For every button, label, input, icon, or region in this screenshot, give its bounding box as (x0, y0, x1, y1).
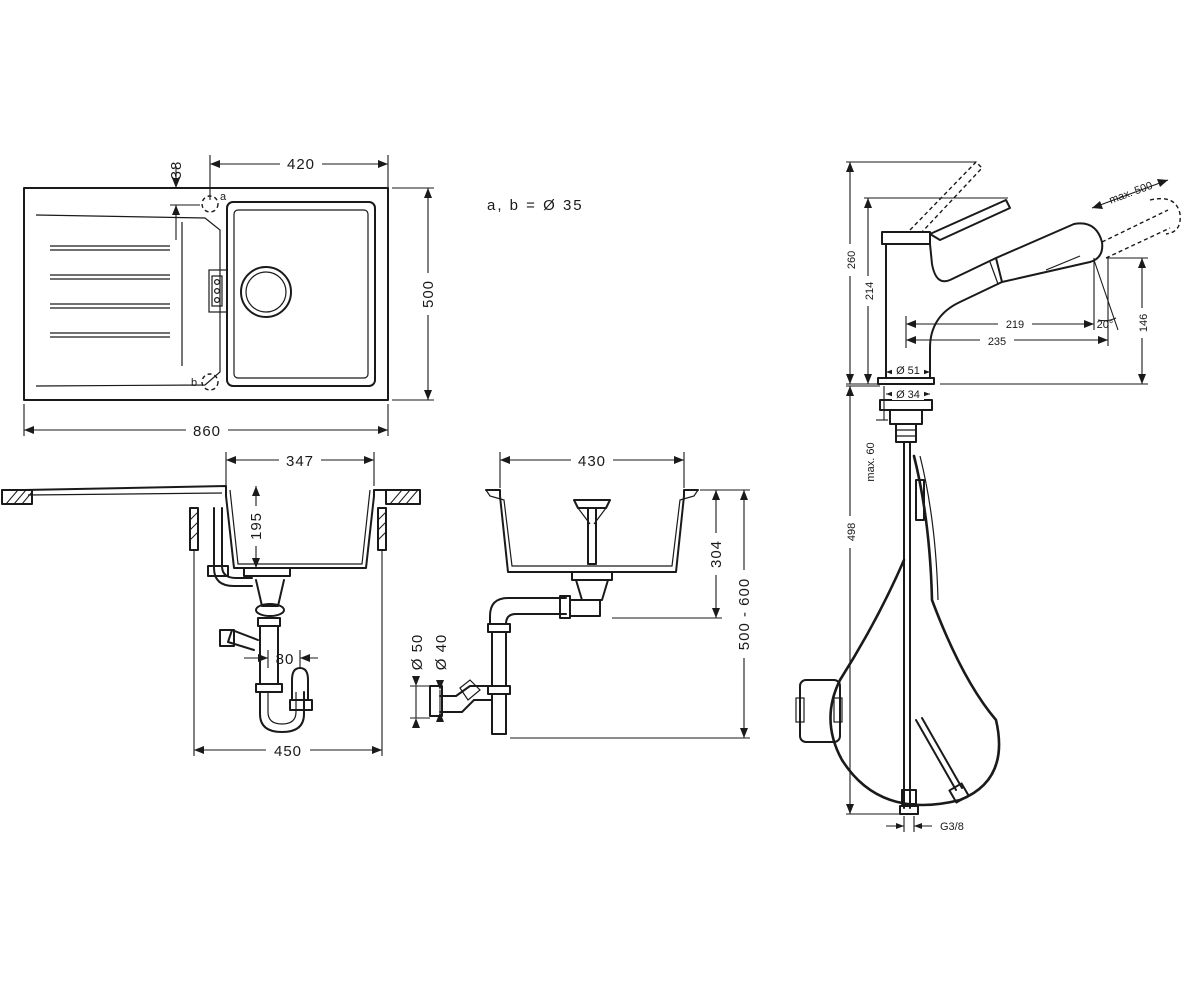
dim-80: 80 (276, 651, 295, 668)
hole-a-label: a (220, 191, 227, 203)
dim-d51: Ø 51 (896, 365, 920, 377)
dim-connection: G3/8 (886, 816, 964, 833)
siphon-side (207, 507, 313, 733)
strainer (573, 499, 611, 565)
dim-500: 500 (420, 280, 437, 308)
dim-hole-diameter: Ø 34 (886, 386, 930, 401)
countertop-right (385, 489, 421, 505)
hole-b-label: b (191, 377, 197, 389)
dim-front-width: 430 (499, 451, 685, 488)
faucet-body (885, 243, 1003, 379)
dim-max-500: max. 500 (1108, 180, 1155, 207)
drain-inner (245, 271, 287, 313)
drain-outer (240, 266, 292, 318)
dim-g3-8: G3/8 (940, 821, 964, 833)
dim-cabinet-width: 450 (193, 550, 383, 760)
faucet-cap (881, 231, 931, 245)
dim-hose-length: 498 (842, 385, 900, 815)
dim-260: 260 (846, 251, 858, 269)
sink-side-section: 347 195 80 450 (1, 451, 421, 760)
dim-214: 214 (864, 282, 876, 300)
dim-bowl-depth: 195 (248, 486, 265, 568)
dim-347: 347 (286, 453, 314, 470)
mount-plate (879, 399, 933, 411)
dim-304: 304 (708, 540, 725, 568)
dim-d50: Ø 50 (409, 634, 426, 671)
dim-angle: 20° (1093, 259, 1119, 331)
dim-reach-inner: 219 (905, 316, 1094, 348)
dim-hole-offset: 38 (168, 161, 206, 240)
dim-146: 146 (1138, 314, 1150, 332)
drainboard-grooves (50, 245, 170, 338)
dim-reach-outer: 235 (906, 258, 1109, 349)
dim-195: 195 (248, 512, 265, 540)
drainboard (35, 214, 221, 387)
spray-pulled (1101, 209, 1169, 243)
dim-pull-out: max. 500 (1091, 179, 1169, 209)
faucet-base (877, 377, 935, 385)
dim-max-60: max. 60 (865, 442, 877, 481)
dim-d40: Ø 40 (433, 634, 450, 671)
dim-20-deg: 20° (1097, 319, 1114, 331)
dim-base-diameter: Ø 51 (886, 362, 930, 377)
dim-235: 235 (988, 336, 1006, 348)
dim-420: 420 (287, 156, 315, 173)
sink-front-section: Ø 50 Ø 40 430 304 (409, 451, 753, 739)
pull-out-hose (829, 454, 1001, 807)
dim-pipe-diameters: Ø 50 Ø 40 (409, 634, 450, 728)
dim-d34: Ø 34 (896, 389, 920, 401)
dim-width: 860 (23, 404, 389, 440)
lever-raised (909, 161, 983, 233)
dim-450: 450 (274, 743, 302, 760)
hole-note: a, b = Ø 35 (487, 197, 584, 214)
dim-cabinet-height: 500 - 600 (510, 489, 753, 739)
dim-trap-offset: 80 (244, 650, 318, 668)
sink-outline (23, 187, 389, 401)
dim-500-600: 500 - 600 (736, 578, 753, 650)
dim-430: 430 (578, 453, 606, 470)
faucet-side-view: 260 214 max. 500 219 (795, 161, 1181, 833)
countertop-left (1, 489, 33, 505)
siphon-front (429, 571, 613, 735)
dim-860: 860 (193, 423, 221, 440)
dim-trap-height: 304 (612, 489, 725, 619)
hose-weight (799, 679, 841, 743)
spray-head (995, 222, 1104, 283)
dim-total-height: 260 (841, 161, 976, 385)
sink-top-view: a b 420 38 (23, 154, 584, 440)
sink-bowl (226, 201, 376, 387)
dim-bowl-inner: 347 (225, 451, 375, 486)
mount-nut (895, 423, 917, 443)
dim-bowl-width: 420 (209, 154, 389, 200)
dim-498: 498 (846, 523, 858, 541)
faucet-lever (929, 199, 1011, 241)
tap-hole-b (201, 373, 219, 391)
hose-tag (915, 479, 925, 521)
overflow (208, 269, 228, 313)
dim-219: 219 (1006, 319, 1024, 331)
dim-deck-thickness: max. 60 (865, 386, 888, 482)
sink-bowl-inner (233, 209, 369, 379)
dim-38: 38 (168, 161, 185, 180)
dim-spray-height: 146 (940, 257, 1150, 385)
dim-depth: 500 (392, 187, 437, 401)
dim-spout-height: 214 (860, 197, 1008, 384)
